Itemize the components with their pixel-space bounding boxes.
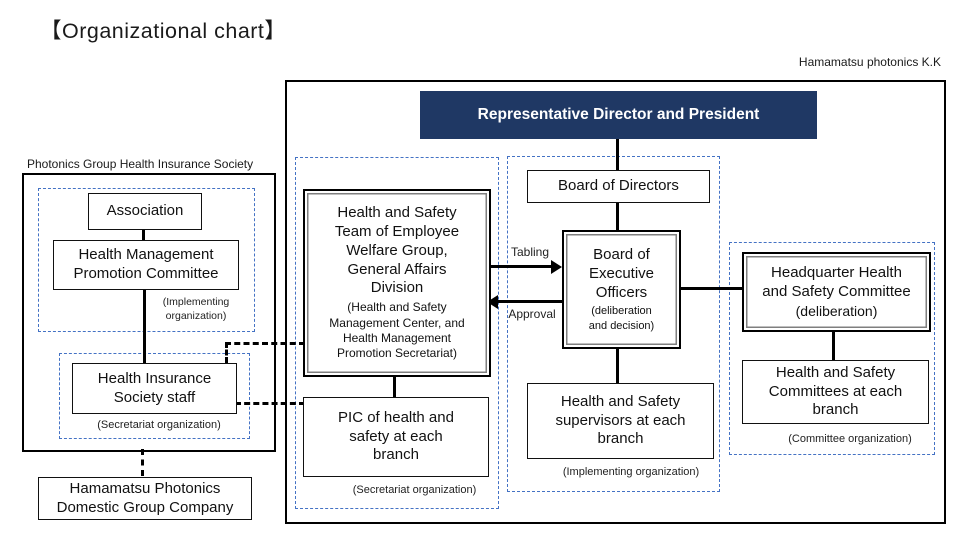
board-of-directors-box: Board of Directors	[527, 170, 710, 203]
tabling-label: Tabling	[510, 245, 550, 259]
safety-supervisors-box: Health and Safety supervisors at each br…	[527, 383, 714, 459]
secretariat-organization-caption-center: (Secretariat organization)	[352, 484, 477, 496]
executive-officers-title: Board of Executive Officers	[588, 246, 655, 301]
approval-label: Approval	[508, 307, 556, 321]
branch-pic-box: PIC of health and safety at each branch	[303, 397, 489, 477]
approval-arrowhead-icon	[487, 294, 498, 309]
association-box: Association	[88, 193, 202, 230]
executive-officers-note: (deliberation and decision)	[588, 305, 655, 332]
committee-organization-caption-right: (Committee organization)	[788, 433, 912, 445]
health-management-promotion-committee-box: Health Management Promotion Committee	[53, 240, 239, 290]
dashed-connector-society-groupcompany	[141, 449, 144, 476]
company-name-label: Hamamatsu photonics K.K	[798, 55, 941, 69]
page-title: 【Organizational chart】	[40, 19, 287, 43]
tabling-arrowhead-icon	[551, 259, 562, 274]
secretariat-group-dashed-box-center	[295, 157, 499, 509]
connector-association-committee	[142, 228, 145, 240]
hq-committee-note: (deliberation)	[795, 302, 878, 319]
health-insurance-society-staff-box: Health Insurance Society staff	[72, 363, 237, 414]
connector-bod-executive	[616, 201, 619, 230]
secretariat-group-dashed-box-left	[59, 353, 250, 439]
implementing-group-dashed-box-left	[38, 188, 255, 332]
domestic-group-company-box: Hamamatsu Photonics Domestic Group Compa…	[38, 477, 252, 520]
committee-group-dashed-box-right	[729, 242, 935, 455]
connector-committee-staff	[143, 288, 146, 363]
board-of-executive-officers-box: Board of Executive Officers (deliberatio…	[562, 230, 681, 349]
implementing-organization-caption-left: (Implementing organization)	[162, 296, 230, 323]
hq-committee-title: Headquarter Health and Safety Committee	[762, 264, 911, 300]
tabling-arrow-line	[488, 265, 552, 268]
insurance-society-label: Photonics Group Health Insurance Society	[27, 157, 254, 171]
dashed-link-staff-to-pic	[235, 402, 305, 405]
company-frame	[285, 80, 946, 524]
connector-hq-branchcommittees	[832, 328, 835, 360]
dashed-link-staff-up	[225, 342, 228, 363]
connector-president-bod	[616, 139, 619, 170]
secretariat-organization-caption-left: (Secretariat organization)	[97, 419, 221, 431]
implementing-organization-caption-center: (Implementing organization)	[562, 466, 700, 478]
health-safety-team-note: (Health and Safety Management Center, an…	[329, 300, 465, 361]
connector-team-pic	[393, 373, 396, 397]
approval-arrow-line	[498, 300, 562, 303]
branch-committees-box: Health and Safety Committees at each bra…	[742, 360, 929, 424]
hq-health-safety-committee-box: Headquarter Health and Safety Committee …	[742, 252, 931, 332]
insurance-society-frame	[22, 173, 276, 452]
health-safety-team-box: Health and Safety Team of Employee Welfa…	[303, 189, 491, 377]
president-header-box: Representative Director and President	[420, 91, 817, 139]
connector-executive-supervisors	[616, 345, 619, 383]
connector-executive-hqcommittee	[677, 287, 742, 290]
health-safety-team-title: Health and Safety Team of Employee Welfa…	[334, 204, 460, 297]
implementing-group-dashed-box-center	[507, 156, 720, 492]
dashed-link-staff-to-team	[225, 342, 305, 345]
